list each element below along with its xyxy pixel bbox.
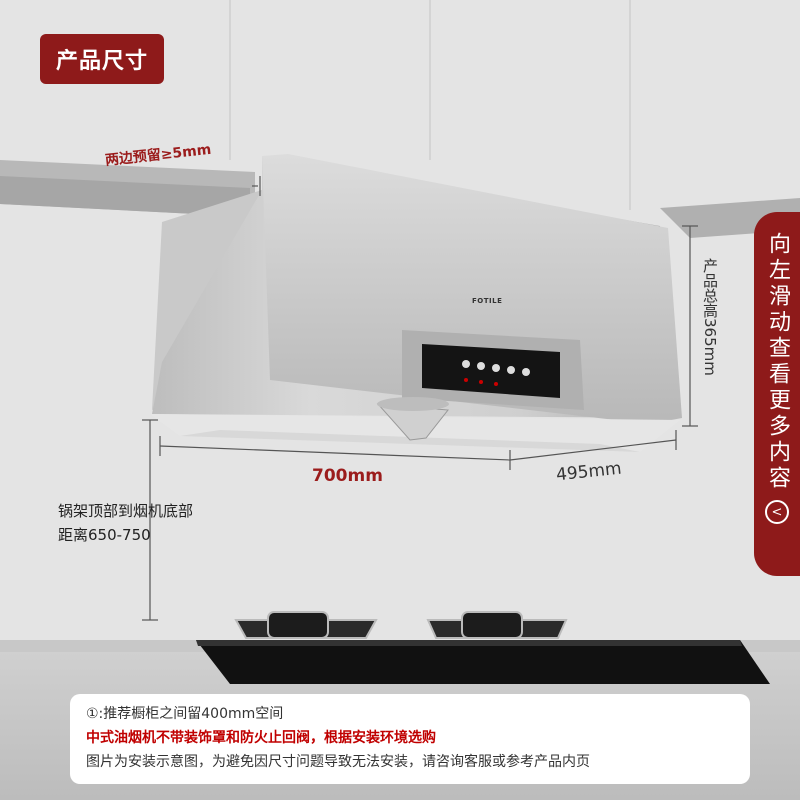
gas-stove-glass <box>196 640 770 684</box>
distance-label-line2: 距离650-750 <box>58 526 151 544</box>
note-disclaimer: 图片为安装示意图，为避免因尺寸问题导致无法安装，请咨询客服或参考产品内页 <box>86 754 590 770</box>
notes-panel: ①:推荐橱柜之间留400mm空间 中式油烟机不带装饰罩和防火止回阀，根据安装环境… <box>70 694 750 784</box>
burner-left <box>234 611 378 639</box>
note-recommendation: ①:推荐橱柜之间留400mm空间 <box>86 706 284 722</box>
distance-label-line1: 锅架顶部到烟机底部 <box>58 502 194 520</box>
brand-logo: FOTILE <box>472 297 503 305</box>
section-badge: 产品尺寸 <box>40 34 164 84</box>
total-height-label: 产品总高365mm <box>701 258 719 376</box>
swipe-hint-tab[interactable]: 向左滑动查看更多内容 < <box>754 212 800 576</box>
note-warning: 中式油烟机不带装饰罩和防火止回阀，根据安装环境选购 <box>86 730 436 746</box>
chevron-left-icon[interactable]: < <box>765 500 789 524</box>
width-label: 700mm <box>312 466 383 486</box>
burner-right <box>426 611 568 639</box>
swipe-hint-text: 向左滑动查看更多内容 <box>765 232 790 492</box>
